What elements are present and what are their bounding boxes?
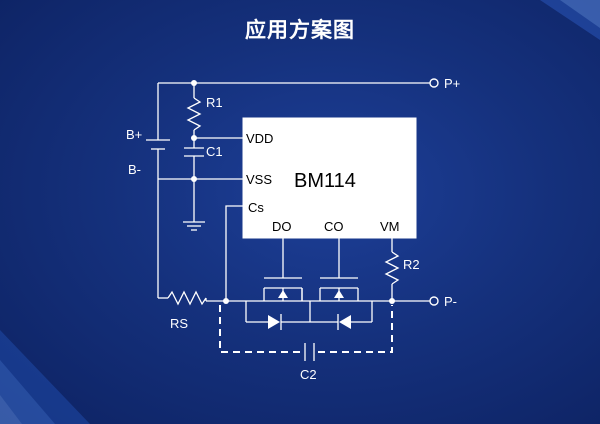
bottom-rail: RS xyxy=(158,290,430,331)
mosfet-charge xyxy=(319,277,359,301)
pin-vss: VSS xyxy=(246,172,272,187)
pin-do: DO xyxy=(272,219,292,234)
battery-minus-label: B- xyxy=(128,162,141,177)
terminal-p-plus-label: P+ xyxy=(444,76,460,91)
chip-name: BM114 xyxy=(294,170,356,192)
capacitor-c2: C2 xyxy=(219,305,393,382)
pin-vm: VM xyxy=(380,219,400,234)
capacitor-c1: C1 xyxy=(184,138,223,222)
c2-label: C2 xyxy=(300,367,317,382)
pin-vdd: VDD xyxy=(246,131,273,146)
pin-cs: Cs xyxy=(248,200,264,215)
r1-label: R1 xyxy=(206,95,223,110)
battery-plus-label: B+ xyxy=(126,127,142,142)
terminal-p-plus: P+ xyxy=(429,76,460,91)
pin-co: CO xyxy=(324,219,344,234)
decor-stripes-top-right xyxy=(520,0,600,40)
slide-title: 应用方案图 xyxy=(245,18,355,42)
mosfet-discharge xyxy=(263,277,303,301)
c1-label: C1 xyxy=(206,144,223,159)
terminal-p-minus-label: P- xyxy=(444,294,457,309)
terminal-p-minus: P- xyxy=(429,294,457,309)
cs-wire xyxy=(225,205,243,301)
ground-symbol xyxy=(183,221,205,231)
decor-stripes-bottom-left xyxy=(0,330,90,424)
resistor-r2: R2 xyxy=(384,238,420,301)
battery: B+ B- xyxy=(126,127,170,298)
r2-label: R2 xyxy=(403,257,420,272)
chip-bm114: BM114 VDD VSS Cs DO CO VM xyxy=(242,117,417,239)
body-diodes xyxy=(245,301,373,330)
top-rail xyxy=(157,80,430,140)
rs-label: RS xyxy=(170,316,188,331)
vss-wire xyxy=(158,176,243,182)
resistor-r1: R1 xyxy=(186,83,223,141)
